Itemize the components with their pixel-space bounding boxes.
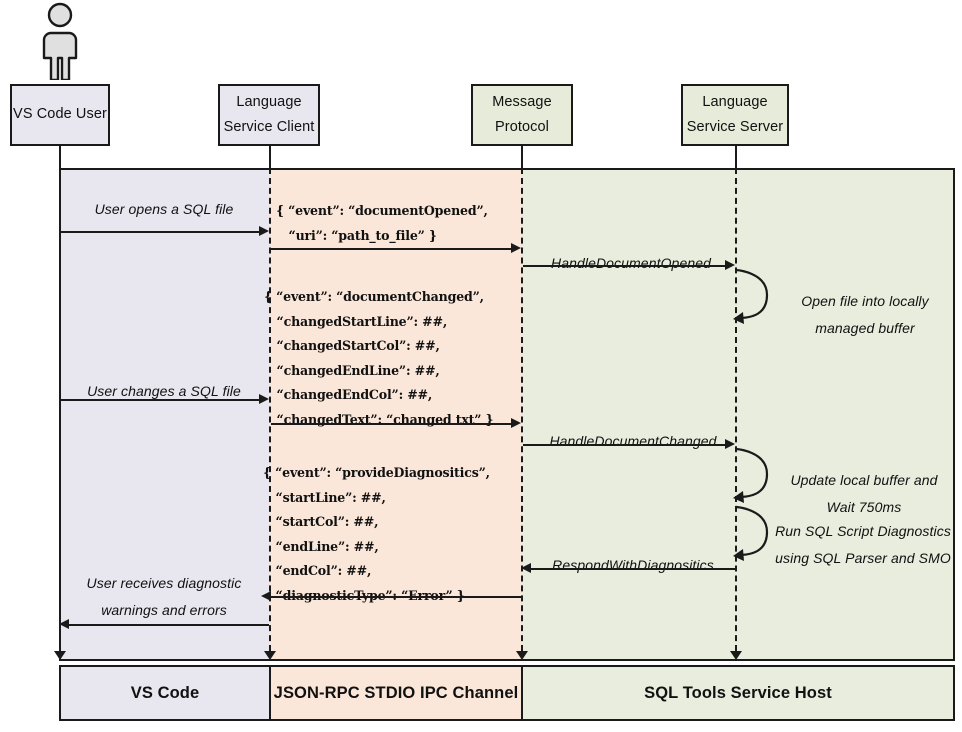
message-line-user-changes-sql-file: [61, 399, 259, 401]
participant-label-line2: Service Server: [686, 119, 784, 135]
footer-label: VS Code: [130, 683, 200, 702]
lifeline-end-arrow-client: [264, 651, 276, 660]
message-line-user-opens-sql-file: [61, 231, 259, 233]
participant-language-service-server[interactable]: Language Service Server: [681, 84, 789, 146]
band-vscode: [59, 168, 269, 661]
lifeline-end-arrow-vs-code-user: [54, 651, 66, 660]
payload-provide-diagnositics: { “event”: “provideDiagnositics”, “start…: [263, 465, 490, 603]
footer-label: JSON-RPC STDIO IPC Channel: [273, 683, 519, 702]
participant-vs-code-user[interactable]: VS Code User: [10, 84, 110, 146]
note-open-file-buffer: Open file into locally managed buffer: [801, 293, 929, 337]
self-loop-open-file-buffer: [733, 268, 769, 324]
message-label-user-changes-sql-file: User changes a SQL file: [87, 383, 241, 399]
message-label-handle-document-opened: HandleDocumentOpened: [551, 255, 711, 271]
message-line-client-to-protocol-changed: [271, 423, 511, 425]
participant-label-line2: Protocol: [495, 119, 549, 135]
message-label-user-receives-diagnostics: User receives diagnostic warnings and er…: [86, 575, 242, 619]
message-arrow-user-receives-diagnostics: [59, 619, 69, 629]
band-service-host: [521, 168, 955, 661]
message-arrow-client-to-protocol-opened: [511, 243, 521, 253]
note-update-buffer-wait: Update local buffer and Wait 750ms: [790, 472, 938, 516]
footer-label: SQL Tools Service Host: [644, 683, 832, 702]
participant-label-line1: Language: [702, 93, 768, 110]
message-line-respond-with-diagnositics: [531, 568, 735, 570]
footer-json-rpc-stdio[interactable]: JSON-RPC STDIO IPC Channel: [269, 665, 523, 721]
lifeline-language-service-server: [735, 168, 737, 651]
self-loop-update-buffer-wait: [733, 447, 769, 503]
message-arrow-user-changes-sql-file: [259, 394, 269, 404]
participant-message-protocol[interactable]: Message Protocol: [471, 84, 573, 146]
lifeline-stub-protocol: [521, 146, 523, 168]
participant-label-line2: Service Client: [223, 119, 315, 135]
message-label-user-opens-sql-file: User opens a SQL file: [94, 201, 234, 217]
participant-label-line1: Message: [492, 93, 552, 110]
message-arrow-handle-document-opened: [725, 260, 735, 270]
self-loop-run-sql-diagnostics: [733, 505, 769, 561]
payload-document-changed: { “event”: “documentChanged”, “changedSt…: [264, 289, 494, 427]
lifeline-stub-server: [735, 146, 737, 168]
message-line-handle-document-opened: [523, 265, 725, 267]
message-arrow-client-to-protocol-changed: [511, 418, 521, 428]
payload-document-opened: { “event”: “documentOpened”, “uri”: “pat…: [276, 203, 488, 243]
band-ipc: [269, 168, 521, 661]
message-arrow-user-opens-sql-file: [259, 226, 269, 236]
footer-vs-code[interactable]: VS Code: [59, 665, 271, 721]
message-arrow-handle-document-changed: [725, 439, 735, 449]
lifeline-end-arrow-protocol: [516, 651, 528, 660]
message-label-handle-document-changed: HandleDocumentChanged: [549, 433, 717, 449]
message-line-handle-document-changed: [523, 444, 725, 446]
lifeline-message-protocol: [521, 168, 523, 651]
lifeline-language-service-client: [269, 168, 271, 651]
person-icon: [42, 2, 78, 80]
message-arrow-respond-with-diagnositics: [521, 563, 531, 573]
message-line-client-to-protocol-opened: [271, 248, 511, 250]
lifeline-stub-vs-code-user: [59, 146, 61, 168]
participant-label-line1: VS Code User: [13, 106, 107, 123]
message-arrow-protocol-to-client-diagnostics: [261, 591, 271, 601]
message-line-user-receives-diagnostics: [69, 624, 269, 626]
lifeline-end-arrow-server: [730, 651, 742, 660]
note-run-sql-diagnostics: Run SQL Script Diagnostics using SQL Par…: [775, 523, 951, 567]
lifeline-vs-code-user: [59, 168, 61, 651]
footer-sql-tools-host[interactable]: SQL Tools Service Host: [521, 665, 955, 721]
message-line-protocol-to-client-diagnostics: [271, 596, 521, 598]
lifeline-stub-client: [269, 146, 271, 168]
participant-label-line1: Language: [236, 93, 302, 110]
message-label-respond-with-diagnositics: RespondWithDiagnositics: [552, 557, 714, 573]
participant-language-service-client[interactable]: Language Service Client: [218, 84, 320, 146]
